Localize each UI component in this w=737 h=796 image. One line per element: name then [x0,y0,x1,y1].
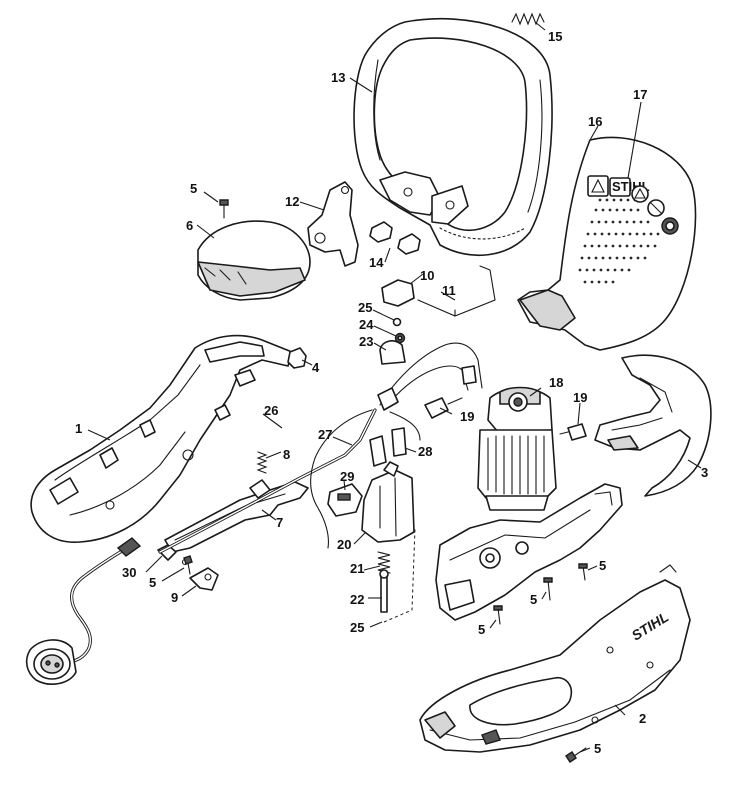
part-12-bracket [307,181,359,267]
callout-21: 21 [350,561,364,576]
callout-17: 17 [633,87,647,102]
callout-1: 1 [75,421,82,436]
part-13-loop-handle [353,18,553,256]
part-5-screw-housing-2 [578,563,588,581]
callout-5-housing-2: 5 [599,558,606,573]
part-11-wire-lever [417,265,496,317]
part-28-switch-contact [369,427,407,467]
part-23-clamp [379,340,406,365]
callout-2: 2 [639,711,646,726]
callout-5-bottom: 5 [594,741,601,756]
part-5-screw-top [219,199,229,219]
part-6-front-cap [197,220,311,301]
part-9-cable-clip [189,567,219,591]
callout-14: 14 [369,255,384,270]
callout-13: 13 [331,70,345,85]
part-19-connector-right [559,423,587,441]
callout-10: 10 [420,268,434,283]
part-14-knobs [369,221,421,255]
leader-lines [87,21,702,753]
part-21-spring [377,551,391,574]
part-1-handle-housing [30,334,293,543]
part-16-motor-cover: STIHL [517,136,697,351]
power-plug [25,639,77,685]
gear-housing [435,483,623,621]
part-20-switch-housing [361,461,415,543]
callout-24: 24 [359,317,374,332]
callout-8: 8 [283,447,290,462]
part-22-rod [379,569,389,613]
part-29-micro-switch [327,483,363,517]
callout-29: 29 [340,469,354,484]
part-7-trigger-lever [164,479,309,553]
callout-22: 22 [350,592,364,607]
power-cord [25,537,142,685]
callout-labels: 13 15 16 17 5 12 6 14 10 11 25 24 23 4 1… [75,29,708,756]
callout-19-left: 19 [460,409,474,424]
part-19-connector-left [424,397,463,419]
part-4-clip [287,347,307,369]
callout-5-housing-3: 5 [478,622,485,637]
callout-23: 23 [359,334,373,349]
callout-4: 4 [312,360,320,375]
part-15-spring [511,12,545,26]
part-5-screw-housing-3 [493,605,503,625]
callout-25-top: 25 [358,300,372,315]
part-8-spring [256,451,268,474]
callout-5-top: 5 [190,181,197,196]
vent-grille-pattern [578,198,660,284]
callout-20: 20 [337,537,351,552]
callout-30: 30 [122,565,136,580]
part-3-side-cover [594,354,712,497]
callout-18: 18 [549,375,563,390]
callout-5-left: 5 [149,575,156,590]
part-25-nut [392,317,402,327]
part-17-warning-label: STIHL [587,175,679,235]
part-10-switch-block [381,279,415,307]
callout-19-right: 19 [573,390,587,405]
callout-12: 12 [285,194,299,209]
callout-25-bottom: 25 [350,620,364,635]
part-5-screw-bottom [565,747,587,763]
callout-28: 28 [418,444,432,459]
callout-7: 7 [276,515,283,530]
callout-5-housing-1: 5 [530,592,537,607]
part-26-wire-harness [158,342,483,554]
callout-9: 9 [171,590,178,605]
part-5-screw-left [183,555,193,575]
part-27-wire [310,387,421,549]
part-2-housing-shell: STIHL [419,564,691,753]
callout-3: 3 [701,465,708,480]
part-24-washer [394,332,406,344]
callout-11: 11 [442,283,456,298]
callout-15: 15 [548,29,562,44]
callout-27: 27 [318,427,332,442]
part-18-electric-motor [477,386,557,511]
callout-16: 16 [588,114,602,129]
part-5-screw-housing-1 [543,577,553,601]
callout-6: 6 [186,218,193,233]
callout-26: 26 [264,403,278,418]
